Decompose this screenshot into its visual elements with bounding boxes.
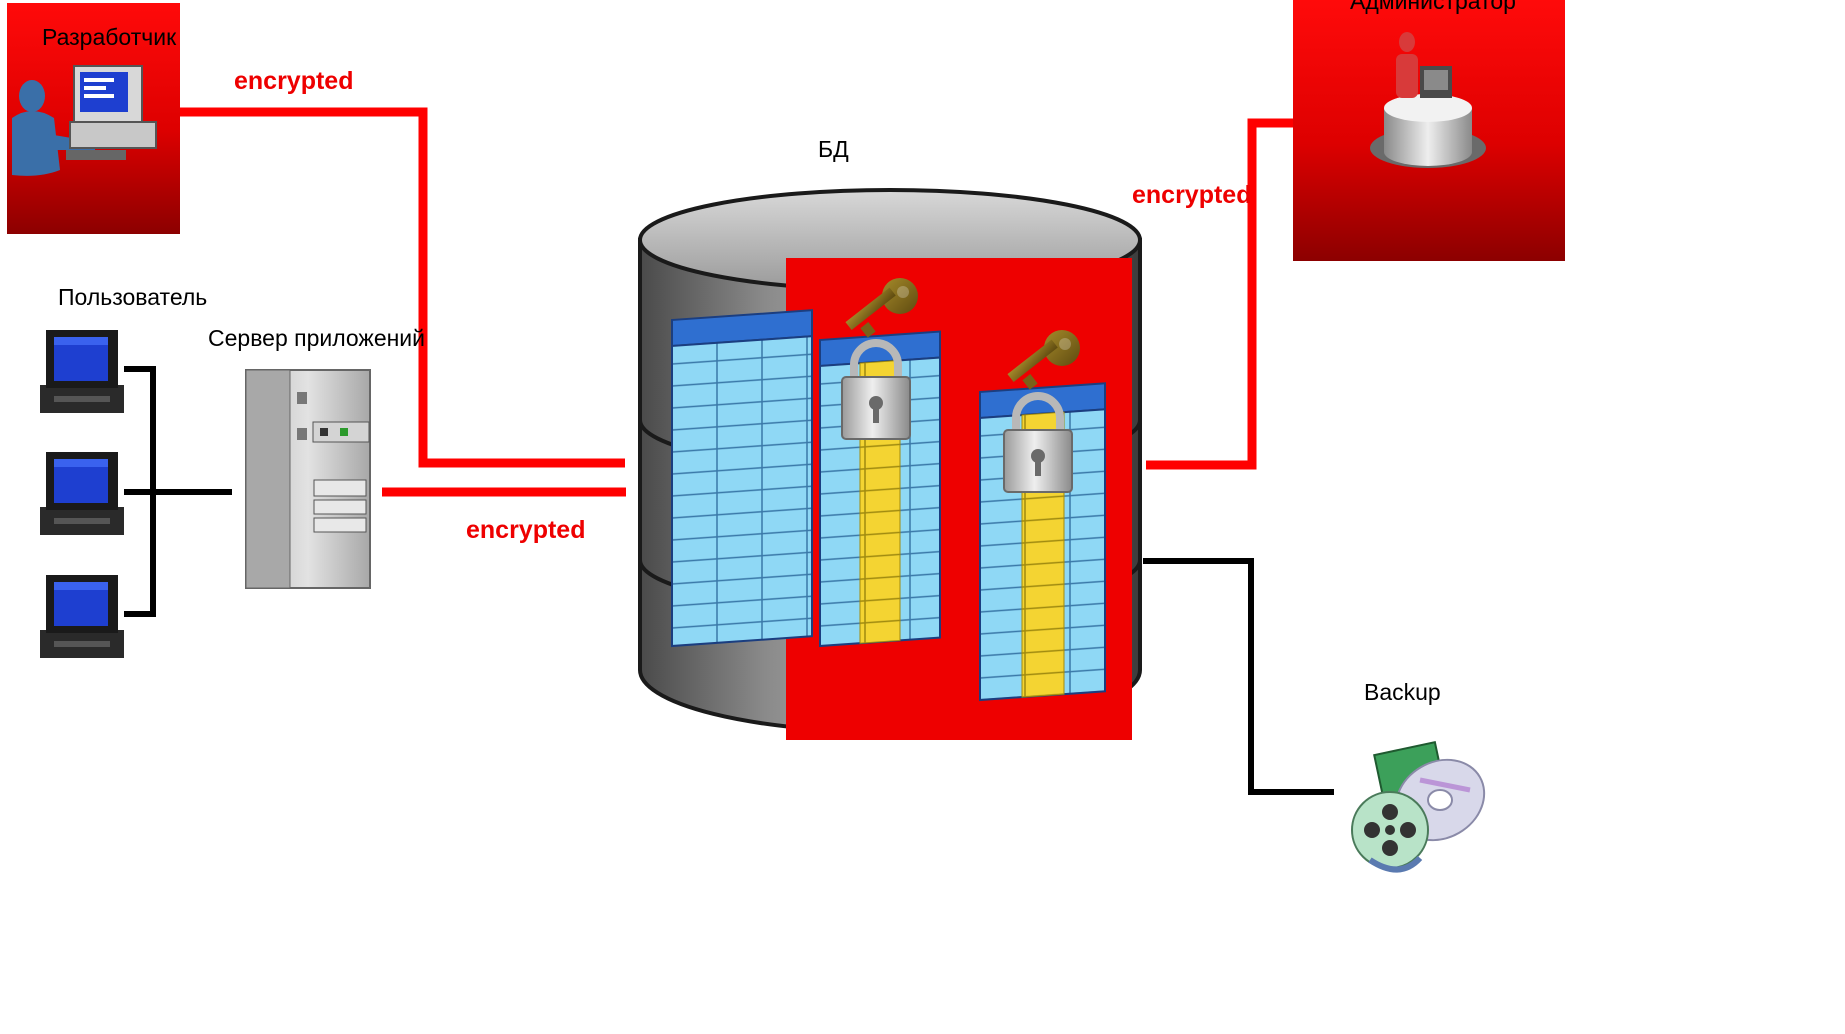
administrator-label: Администратор (1350, 0, 1516, 14)
db-backup-link (1143, 558, 1334, 795)
db-admin-link-label: encrypted (1132, 181, 1252, 209)
backup-label: Backup (1364, 679, 1441, 705)
administrator-icon (1370, 32, 1486, 168)
appserver-db-link-label: encrypted (466, 516, 586, 544)
user-label: Пользователь (58, 284, 208, 310)
app-server-label: Сервер приложений (208, 325, 426, 351)
database-label: БД (818, 136, 849, 162)
developer-db-link-label: encrypted (234, 67, 354, 95)
user-appserver-link (124, 366, 232, 617)
plain-table-icon (670, 309, 814, 648)
user-pc-icon-3 (40, 575, 124, 658)
user-pc-icon-2 (40, 452, 124, 535)
developer-label: Разработчик (42, 24, 177, 50)
developer-icon (12, 65, 157, 176)
user-pc-icon-1 (40, 330, 124, 413)
app-server-icon (245, 369, 371, 589)
backup-icon (1351, 741, 1486, 873)
developer-db-link (148, 107, 625, 468)
